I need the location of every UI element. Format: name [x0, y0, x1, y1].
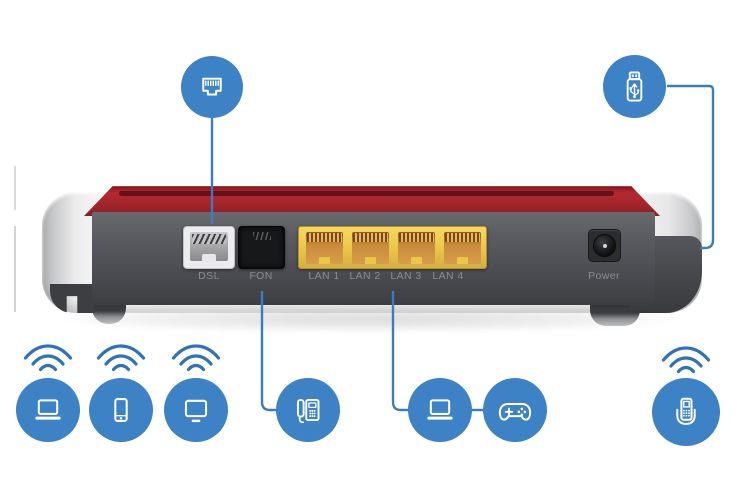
- fon-port-label: FON: [249, 270, 273, 282]
- lan1-port-label: LAN 1: [308, 270, 340, 282]
- lan3-port-opening: [398, 232, 435, 264]
- wifi-signal-icon: [661, 346, 711, 374]
- vent-groove: [118, 191, 614, 196]
- router-red-top: [84, 186, 660, 216]
- dsl-port-pins: [192, 234, 226, 244]
- lan-port-pins: [307, 233, 342, 242]
- desk-phone-icon: [296, 398, 320, 424]
- laptop-icon: [427, 399, 453, 420]
- lan-port-block: [298, 226, 487, 269]
- laptop-icon: [35, 399, 61, 420]
- callout-desk-phone: [276, 378, 340, 442]
- callout-gamepad: [483, 378, 547, 442]
- photo-edge-artifact: [14, 226, 16, 312]
- dsl-port-opening: [190, 232, 228, 262]
- lan-port-pins: [445, 233, 480, 242]
- gamepad-icon: [498, 403, 532, 421]
- wifi-signal-icon: [96, 344, 146, 372]
- callout-laptop-wifi: [16, 378, 80, 442]
- lan4-port-opening: [444, 232, 481, 264]
- lan-port-pins: [399, 233, 434, 242]
- callout-smartphone-wifi: [89, 378, 153, 442]
- power-port-label: Power: [588, 270, 620, 282]
- power-jack-barrel: [593, 234, 616, 257]
- lan-port-tab: [319, 257, 330, 264]
- callout-monitor-wifi: [164, 378, 228, 442]
- usb-stick-icon: [626, 71, 643, 102]
- callout-cordless-phone: [652, 378, 720, 446]
- callout-usb: [603, 55, 666, 118]
- lan-port-pins: [353, 233, 388, 242]
- lan-port-tab: [411, 257, 422, 264]
- wifi-signal-icon: [23, 344, 73, 372]
- power-jack: [588, 229, 621, 262]
- monitor-icon: [184, 399, 208, 423]
- lan2-port-opening: [352, 232, 389, 264]
- lan3-port-label: LAN 3: [390, 270, 422, 282]
- power-jack-pin: [602, 243, 607, 248]
- smartphone-icon: [114, 398, 128, 422]
- lan2-port-label: LAN 2: [349, 270, 381, 282]
- wifi-signal-icon: [171, 344, 221, 372]
- cordless-phone-icon: [676, 397, 696, 425]
- dsl-port-tab: [202, 254, 216, 262]
- ethernet-port-icon: [202, 77, 222, 96]
- callout-ethernet: [181, 56, 243, 118]
- lan-port-tab: [365, 257, 376, 264]
- dsl-port: [183, 226, 235, 269]
- photo-edge-artifact: [14, 166, 16, 210]
- lan1-port-opening: [306, 232, 343, 264]
- fon-port: [238, 226, 285, 269]
- dsl-port-label: DSL: [198, 270, 220, 282]
- lan4-port-label: LAN 4: [432, 270, 464, 282]
- fon-port-pins: [252, 232, 271, 240]
- callout-laptop-lan: [408, 378, 472, 442]
- lan-port-tab: [457, 257, 468, 264]
